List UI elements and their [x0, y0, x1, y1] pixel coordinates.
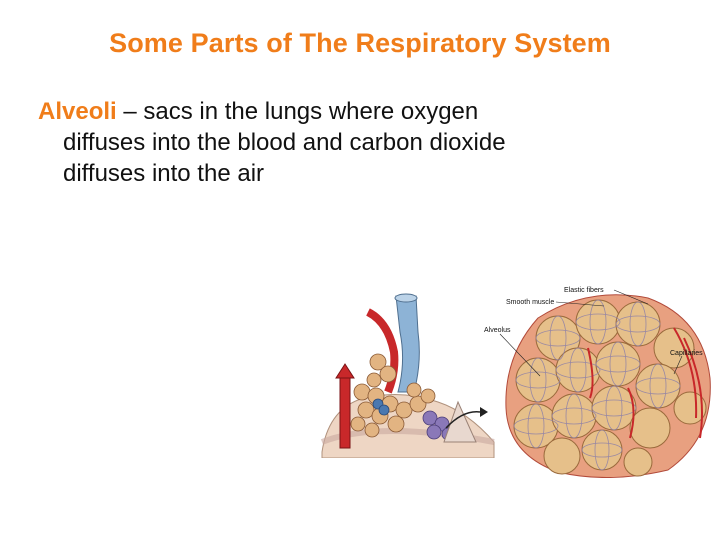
definition-line-2: diffuses into the blood and carbon dioxi…: [63, 129, 506, 156]
definition-line-1: Alveoli – sacs in the lungs where oxygen: [38, 96, 678, 127]
label-alveolus: Alveolus: [484, 327, 511, 334]
slide-title: Some Parts of The Respiratory System: [109, 28, 611, 58]
definition-paragraph: Alveoli – sacs in the lungs where oxygen…: [38, 96, 678, 189]
label-elastic-fibers: Elastic fibers: [564, 287, 604, 294]
label-capillaries: Capillaries: [670, 350, 703, 357]
term-alveoli: Alveoli: [38, 98, 117, 125]
definition-line-3: diffuses into the air: [63, 160, 265, 187]
definition-text-1: – sacs in the lungs where oxygen: [116, 98, 479, 125]
bronchiole-illustration: [320, 293, 495, 458]
alveoli-cluster-illustration: Elastic fibers Smooth muscle Alveolus Ca…: [484, 287, 711, 478]
label-smooth-muscle: Smooth muscle: [506, 299, 554, 306]
